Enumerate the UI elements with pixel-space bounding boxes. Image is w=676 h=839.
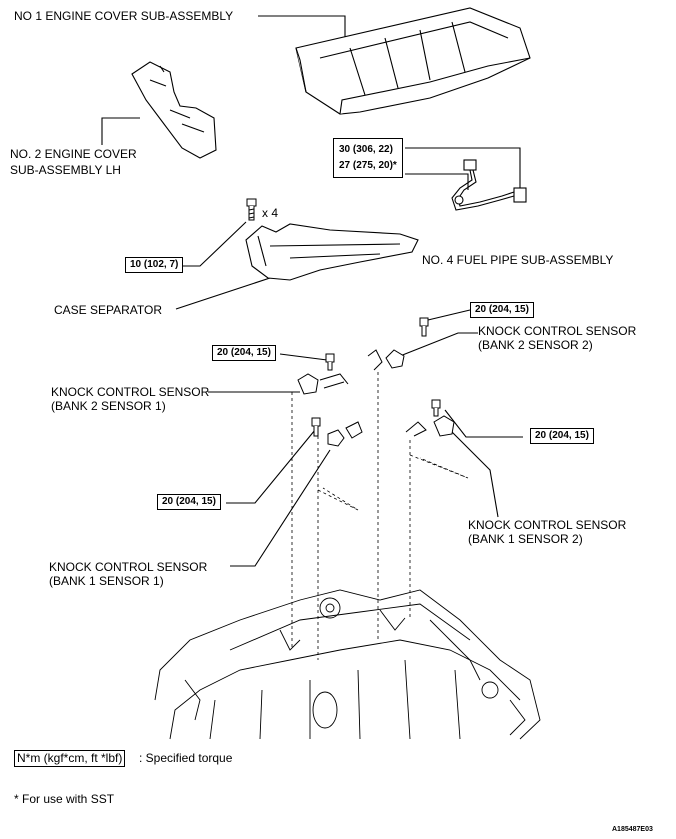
guide-b1s1-wedge: [317, 487, 359, 511]
torque-fuel-pipe-a: 30 (306, 22): [339, 144, 393, 155]
torque-fuel-pipe: 30 (306, 22) 27 (275, 20)*: [333, 138, 403, 178]
legend-sst-note: * For use with SST: [14, 792, 115, 806]
leader-b2s2: [399, 332, 478, 357]
label-engine-cover-1: NO 1 ENGINE COVER SUB-ASSEMBLY: [14, 9, 234, 23]
guide-b1s2-wedge: [409, 454, 469, 479]
torque-case-separator: 10 (102, 7): [125, 257, 184, 273]
fuel-pipe-icon: [451, 159, 527, 211]
label-knock-b1s2: KNOCK CONTROL SENSOR (BANK 1 SENSOR 2): [468, 518, 626, 546]
leader-case-separator-torque: [177, 221, 247, 267]
bolt-icon: [246, 198, 257, 221]
case-separator-icon: [245, 223, 419, 281]
label-knock-b1s1-line2: (BANK 1 SENSOR 1): [49, 574, 164, 588]
torque-b1s1: 20 (204, 15): [157, 494, 221, 510]
knock-sensor-b1s1-icon: [311, 417, 363, 447]
label-knock-b1s2-line2: (BANK 1 SENSOR 2): [468, 532, 583, 546]
leader-b1s1-torque: [226, 429, 316, 504]
leader-b2s2-torque: [427, 309, 471, 321]
label-knock-b1s1-line1: KNOCK CONTROL SENSOR: [49, 560, 208, 574]
leader-b1s2: [447, 427, 499, 518]
leader-fuel-pipe-b: [405, 173, 469, 190]
label-knock-b1s1: KNOCK CONTROL SENSOR (BANK 1 SENSOR 1): [49, 560, 207, 588]
legend-unit-desc: : Specified torque: [139, 751, 233, 765]
torque-b1s2: 20 (204, 15): [530, 428, 594, 444]
leader-engine-cover-1: [258, 15, 346, 44]
label-engine-cover-2-line1: NO. 2 ENGINE COVER: [10, 147, 137, 161]
label-knock-b2s2: KNOCK CONTROL SENSOR (BANK 2 SENSOR 2): [478, 324, 636, 352]
label-knock-b1s2-line1: KNOCK CONTROL SENSOR: [468, 518, 627, 532]
engine-cover-2-icon: [131, 61, 217, 159]
label-knock-b2s2-line1: KNOCK CONTROL SENSOR: [478, 324, 637, 338]
torque-b2s1: 20 (204, 15): [212, 345, 276, 361]
label-engine-cover-2: NO. 2 ENGINE COVER SUB-ASSEMBLY LH: [10, 147, 137, 177]
label-case-separator: CASE SEPARATOR: [54, 303, 163, 317]
label-knock-b2s2-line2: (BANK 2 SENSOR 2): [478, 338, 593, 352]
leader-b1s1: [230, 449, 331, 567]
leader-case-separator: [175, 275, 277, 310]
label-knock-b2s1-line1: KNOCK CONTROL SENSOR: [51, 385, 210, 399]
label-bolt-count: x 4: [262, 206, 279, 220]
leader-b2s1-torque: [279, 353, 328, 361]
leader-fuel-pipe-a: [405, 147, 521, 190]
engine-cover-1-icon: [295, 7, 531, 115]
leader-b1s2-torque: [444, 409, 523, 438]
label-fuel-pipe: NO. 4 FUEL PIPE SUB-ASSEMBLY: [422, 253, 614, 267]
torque-fuel-pipe-b: 27 (275, 20)*: [339, 160, 397, 171]
knock-sensor-b2s1-icon: [297, 353, 349, 395]
legend-unit-box: N*m (kgf*cm, ft *lbf): [14, 750, 126, 767]
label-knock-b2s1-line2: (BANK 2 SENSOR 1): [51, 399, 166, 413]
knock-sensor-b1s2-icon: [405, 399, 455, 437]
label-knock-b2s1: KNOCK CONTROL SENSOR (BANK 2 SENSOR 1): [51, 385, 209, 413]
figure-code: A185487E03: [612, 826, 653, 833]
leader-engine-cover-2: [101, 117, 140, 145]
engine-block-icon: [154, 589, 541, 740]
label-engine-cover-2-line2: SUB-ASSEMBLY LH: [10, 163, 121, 177]
torque-b2s2: 20 (204, 15): [470, 302, 534, 318]
knock-sensor-b2s2-icon: [367, 317, 429, 371]
